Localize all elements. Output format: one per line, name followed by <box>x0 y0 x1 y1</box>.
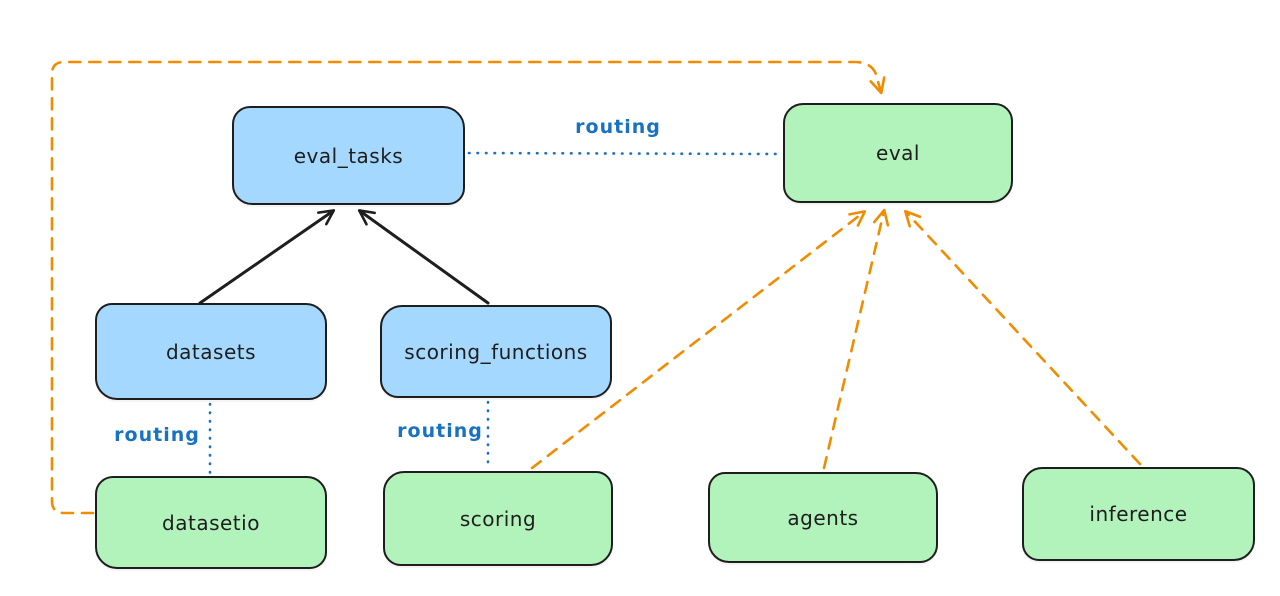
edge-label-routing-datasets-datasetio: routing <box>114 424 200 446</box>
node-inference-label: inference <box>1089 502 1188 526</box>
node-eval: eval <box>783 103 1013 203</box>
node-scoring-functions-label: scoring_functions <box>404 339 588 364</box>
edge-inference-to-eval <box>904 209 1142 466</box>
node-datasetio: datasetio <box>95 476 327 569</box>
node-scoring-functions: scoring_functions <box>380 305 612 398</box>
edge-agents-to-eval <box>822 208 890 470</box>
node-datasetio-label: datasetio <box>162 510 260 535</box>
edge-label-routing-scoring-functions-scoring: routing <box>397 420 483 442</box>
node-scoring: scoring <box>383 471 613 566</box>
edge-eval-tasks-to-eval-routing <box>467 151 782 156</box>
node-scoring-label: scoring <box>459 506 537 531</box>
node-eval-tasks: eval_tasks <box>232 106 465 205</box>
node-eval-label: eval <box>876 141 920 165</box>
edge-datasets-to-eval-tasks <box>198 209 336 305</box>
edge-scoring-functions-to-eval-tasks <box>357 209 490 305</box>
edge-label-routing-eval-tasks-eval: routing <box>575 116 661 138</box>
node-agents: agents <box>708 472 938 563</box>
node-inference: inference <box>1022 467 1255 561</box>
node-datasets: datasets <box>95 303 327 400</box>
node-datasets-label: datasets <box>165 339 257 364</box>
node-agents-label: agents <box>787 505 859 530</box>
node-eval-tasks-label: eval_tasks <box>293 143 404 168</box>
